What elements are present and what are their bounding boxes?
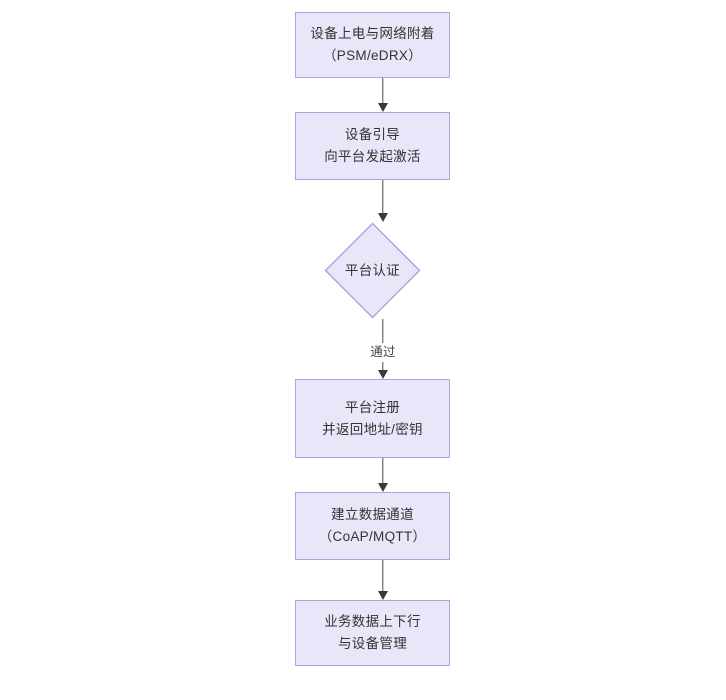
node-text-line: 设备引导 xyxy=(344,127,401,142)
arrow-head-icon xyxy=(378,591,388,600)
connector-n5-n6 xyxy=(372,560,394,600)
node-platform-authentication[interactable]: 平台认证 xyxy=(324,222,421,319)
node-text-line: 平台认证 xyxy=(344,262,401,278)
connector-line xyxy=(382,78,384,104)
node-text-line: （CoAP/MQTT） xyxy=(318,529,427,544)
arrow-head-icon xyxy=(378,483,388,492)
node-text-line: 业务数据上下行 xyxy=(324,614,421,629)
node-text-line: 设备上电与网络附着 xyxy=(310,26,435,41)
connector-n1-n2 xyxy=(372,78,394,112)
arrow-head-icon xyxy=(378,213,388,222)
node-text-line: 与设备管理 xyxy=(338,636,407,651)
node-text-line: 并返回地址/密钥 xyxy=(322,421,423,437)
node-business-data-and-device-management[interactable]: 业务数据上下行 与设备管理 xyxy=(295,600,450,666)
node-platform-registration[interactable]: 平台注册 并返回地址/密钥 xyxy=(295,379,450,458)
diamond-shape-icon xyxy=(324,222,421,319)
node-device-bootstrap[interactable]: 设备引导 向平台发起激活 xyxy=(295,112,450,180)
connector-line xyxy=(382,458,384,484)
node-establish-data-channel[interactable]: 建立数据通道 （CoAP/MQTT） xyxy=(295,492,450,560)
connector-line xyxy=(382,560,384,592)
node-text-line: 向平台发起激活 xyxy=(324,149,421,164)
connector-line xyxy=(382,180,384,214)
node-text-line: 平台注册 xyxy=(344,399,401,415)
connector-n2-n3 xyxy=(372,180,394,222)
edge-label-pass: 通过 xyxy=(367,343,399,362)
node-text-line: 建立数据通道 xyxy=(331,507,414,522)
node-device-power-on[interactable]: 设备上电与网络附着 （PSM/eDRX） xyxy=(295,12,450,78)
arrow-head-icon xyxy=(378,370,388,379)
arrow-head-icon xyxy=(378,103,388,112)
connector-n4-n5 xyxy=(372,458,394,492)
node-text-line: （PSM/eDRX） xyxy=(322,48,423,63)
